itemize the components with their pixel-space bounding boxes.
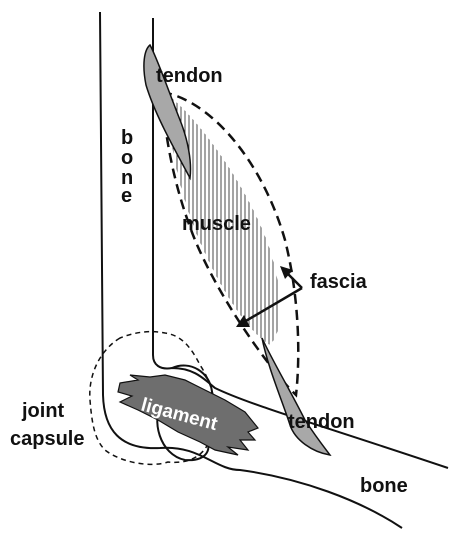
- label-bone-vertical-1: b: [121, 127, 133, 149]
- muscle-belly: [168, 95, 281, 345]
- upper-tendon: [143, 43, 192, 181]
- fascia-outline: [160, 90, 300, 398]
- label-bone-lower: bone: [360, 475, 408, 497]
- fascia-arrow-lower: [243, 286, 303, 324]
- joint-capsule-outline: [89, 330, 216, 466]
- label-fascia: fascia: [310, 271, 368, 293]
- label-capsule: capsule: [10, 428, 84, 450]
- upper-bone-outline: [99, 11, 403, 529]
- label-muscle: muscle: [182, 213, 251, 235]
- ligament-shape: [117, 374, 259, 456]
- fascia-arrow-lower-head: [236, 315, 250, 327]
- label-tendon-bottom: tendon: [288, 411, 355, 433]
- label-joint: joint: [21, 400, 65, 422]
- fascia-arrow-upper-head: [280, 266, 293, 279]
- label-bone-vertical-4: e: [121, 185, 132, 207]
- label-bone-vertical-2: o: [121, 147, 133, 169]
- lower-tendon: [261, 337, 332, 457]
- lower-bone-outline: [152, 18, 449, 469]
- label-tendon-top: tendon: [156, 65, 223, 87]
- label-bone-vertical-3: n: [121, 167, 133, 189]
